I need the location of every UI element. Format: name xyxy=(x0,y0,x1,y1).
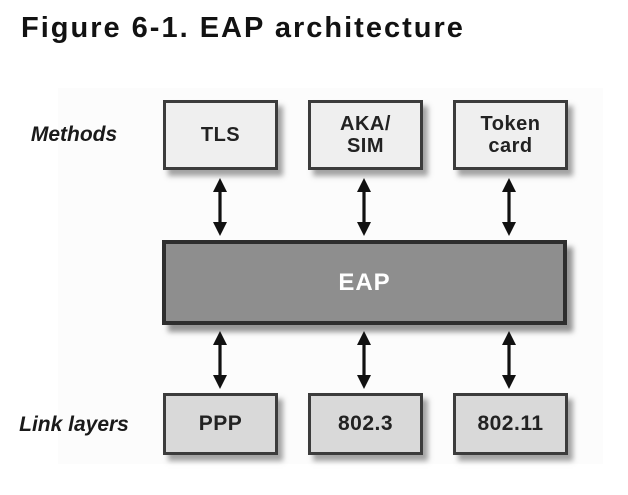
double-arrow-icon xyxy=(213,178,227,236)
method-box-tls-label: TLS xyxy=(200,124,241,146)
eap-layer-label: EAP xyxy=(338,268,391,296)
link-box-ppp-label: PPP xyxy=(198,412,243,436)
method-box-tls: TLS xyxy=(163,100,278,170)
double-arrow-icon xyxy=(357,178,371,236)
link-layers-row-label: Link layers xyxy=(19,413,129,436)
methods-row-label: Methods xyxy=(30,123,118,146)
link-box-8023: 802.3 xyxy=(308,393,423,455)
double-arrow-icon xyxy=(502,331,516,389)
double-arrow-icon xyxy=(502,178,516,236)
method-box-aka-sim: AKA/ SIM xyxy=(308,100,423,170)
method-box-aka-sim-label: AKA/ SIM xyxy=(340,113,391,157)
figure-title: Figure 6-1. EAP architecture xyxy=(21,12,465,44)
double-arrow-icon xyxy=(357,331,371,389)
method-box-token-card: Token card xyxy=(453,100,568,170)
double-arrow-icon xyxy=(213,331,227,389)
link-box-80211: 802.11 xyxy=(453,393,568,455)
eap-layer-bar: EAP xyxy=(162,240,567,325)
link-box-ppp: PPP xyxy=(163,393,278,455)
link-box-8023-label: 802.3 xyxy=(337,412,394,436)
link-box-80211-label: 802.11 xyxy=(477,412,544,436)
method-box-token-card-label: Token card xyxy=(480,113,541,157)
